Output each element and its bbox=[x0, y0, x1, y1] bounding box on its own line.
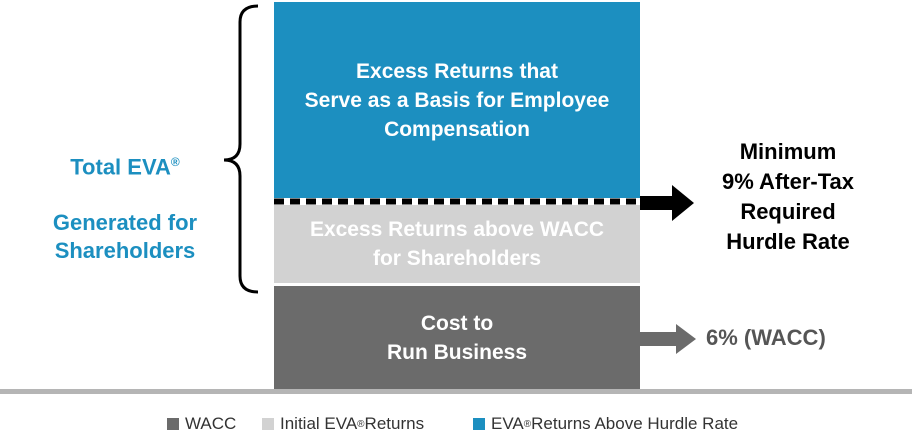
legend-label-suffix: Returns Above Hurdle Rate bbox=[531, 414, 739, 433]
brace-icon bbox=[223, 4, 259, 294]
registered-mark: ® bbox=[357, 418, 365, 430]
excess-returns-wacc-block: Excess Returns above WACC for Shareholde… bbox=[274, 205, 640, 283]
legend-label: Initial EVA bbox=[280, 414, 358, 433]
legend: WACC Initial EVA® Returns EVA® Returns A… bbox=[0, 414, 912, 436]
arrow-right-icon bbox=[640, 324, 696, 354]
legend-swatch-wacc bbox=[167, 418, 179, 430]
hurdle-dashed-line bbox=[274, 198, 640, 205]
registered-mark: ® bbox=[523, 418, 532, 430]
legend-swatch-eva-above-hurdle bbox=[473, 418, 485, 430]
legend-label-suffix: Returns bbox=[364, 414, 425, 433]
excess-returns-compensation-text: Excess Returns that Serve as a Basis for… bbox=[304, 60, 610, 141]
legend-item-eva-above-hurdle: EVA® Returns Above Hurdle Rate bbox=[473, 414, 738, 434]
total-eva-line1: Total EVA bbox=[70, 154, 171, 180]
cost-to-run-business-text: Cost to Run Business bbox=[386, 311, 528, 364]
legend-item-initial-eva: Initial EVA® Returns bbox=[262, 414, 424, 434]
excess-returns-compensation-block: Excess Returns that Serve as a Basis for… bbox=[274, 2, 640, 199]
total-eva-line2: Generated for Shareholders bbox=[52, 210, 198, 264]
total-eva-label: Total EVA® Generated for Shareholders bbox=[20, 120, 230, 265]
legend-swatch-initial-eva bbox=[262, 418, 274, 430]
cost-to-run-business-block: Cost to Run Business bbox=[274, 286, 640, 389]
registered-mark: ® bbox=[170, 155, 180, 169]
arrow-right-icon bbox=[640, 185, 694, 221]
legend-label: WACC bbox=[185, 414, 237, 433]
excess-returns-wacc-text: Excess Returns above WACC for Shareholde… bbox=[309, 218, 605, 270]
legend-label: EVA bbox=[491, 414, 524, 433]
baseline bbox=[0, 389, 912, 394]
wacc-rate-label: 6% (WACC) bbox=[706, 325, 826, 350]
legend-item-wacc: WACC bbox=[167, 414, 236, 434]
hurdle-rate-label: Minimum 9% After-Tax Required Hurdle Rat… bbox=[721, 139, 855, 254]
